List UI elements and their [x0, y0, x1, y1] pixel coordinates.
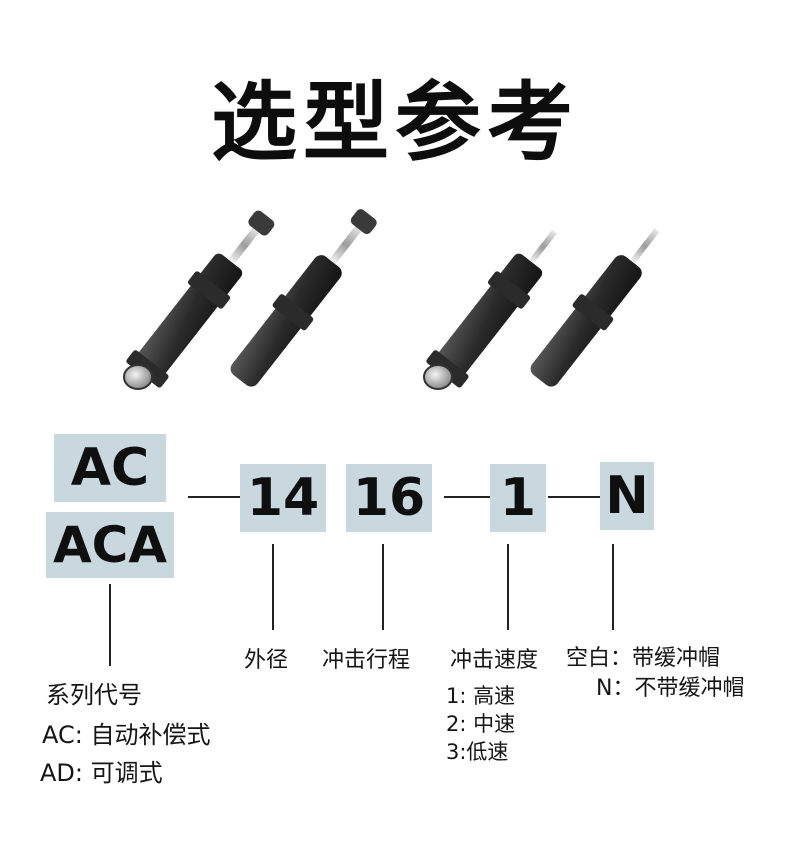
speed-code: 1	[490, 464, 546, 532]
leader-line-speed	[507, 544, 509, 630]
series-option-ac: AC: 自动补偿式	[42, 721, 211, 749]
end-face-1	[123, 364, 153, 390]
diameter-code: 14	[240, 464, 326, 532]
label-series: 系列代号	[46, 681, 142, 709]
page-title: 选型参考	[211, 73, 579, 173]
speed-option-medium: 2: 中速	[446, 712, 516, 736]
connector-line	[548, 496, 600, 498]
shock-absorber-3	[426, 229, 557, 388]
shock-absorber-2	[230, 209, 377, 387]
end-face-3	[423, 364, 453, 390]
shock-absorber-4	[530, 228, 660, 387]
leader-line-series	[109, 584, 111, 666]
connector-line	[444, 496, 490, 498]
series-code-aca: ACA	[46, 512, 174, 578]
label-stroke: 冲击行程	[322, 648, 411, 673]
label-cap-n: N：不带缓冲帽	[596, 676, 745, 701]
cap-code: N	[600, 462, 654, 530]
label-diameter: 外径	[244, 648, 289, 673]
speed-option-low: 3:低速	[446, 740, 509, 764]
leader-line-stroke	[382, 544, 384, 630]
speed-option-high: 1: 高速	[446, 684, 516, 708]
label-cap-blank: 空白：带缓冲帽	[566, 646, 721, 671]
product-images	[123, 209, 660, 390]
series-option-ad: AD: 可调式	[40, 759, 163, 787]
series-code-ac: AC	[54, 434, 166, 502]
connector-line	[188, 496, 240, 498]
leader-line-diameter	[272, 544, 274, 630]
label-speed: 冲击速度	[450, 648, 539, 673]
leader-line-cap	[612, 544, 614, 630]
stroke-code: 16	[346, 464, 432, 532]
